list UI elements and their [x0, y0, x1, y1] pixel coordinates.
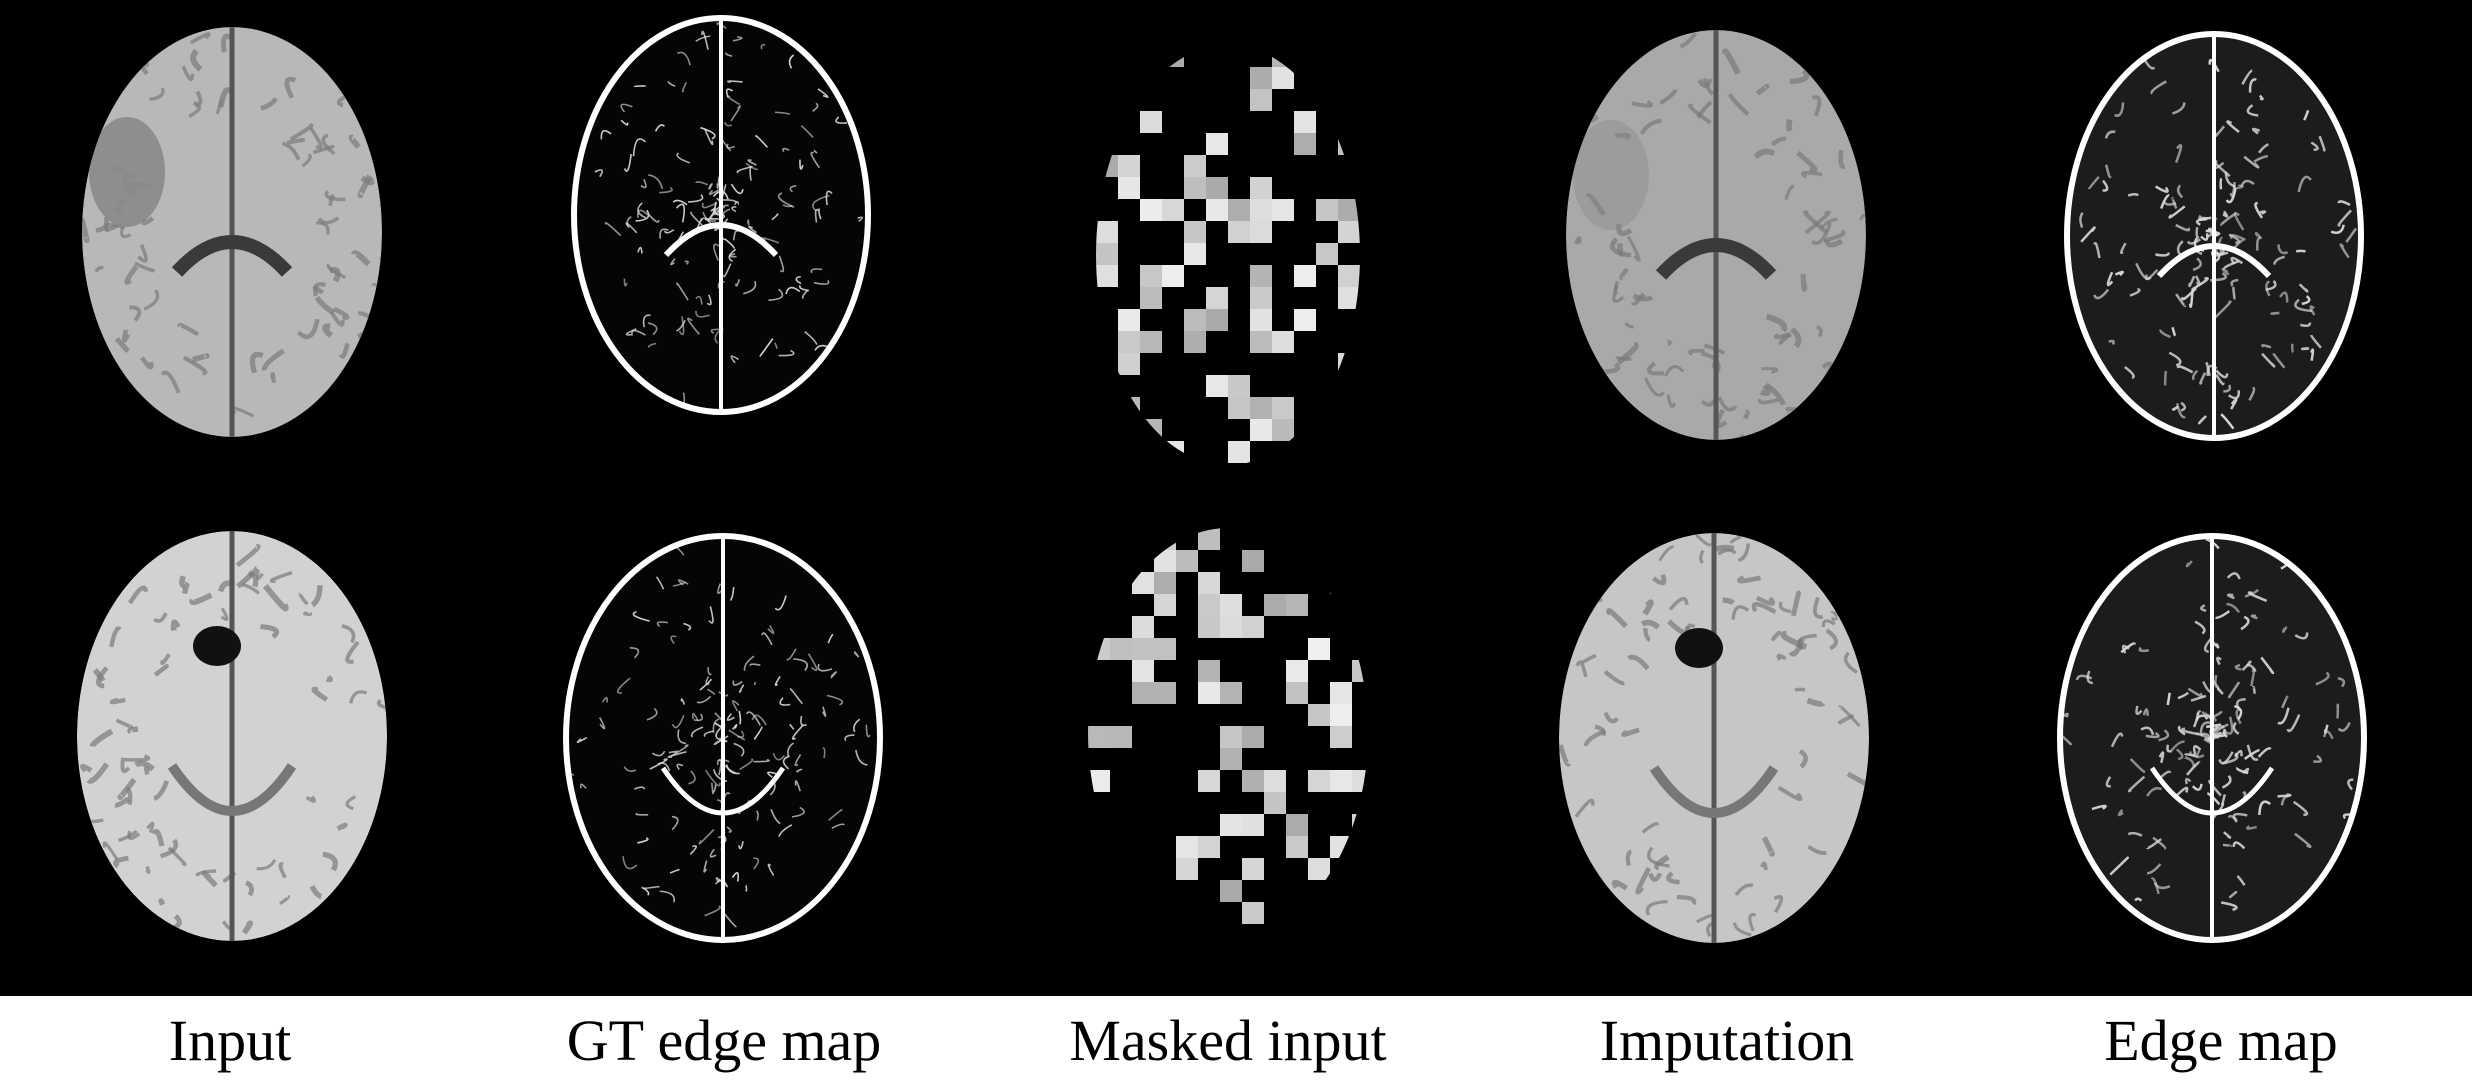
panel-gt-edge-map-row-1 — [494, 0, 988, 498]
masked-input-image — [1096, 45, 1360, 465]
caption-row: Input GT edge map Masked input Imputatio… — [0, 996, 2472, 1089]
imputation-image — [1559, 533, 1869, 943]
panel-masked-input-row-2 — [988, 498, 1482, 996]
panel-input-row-2 — [0, 498, 494, 996]
panel-edge-map-row-1 — [1976, 0, 2470, 498]
imputation-image — [1566, 30, 1866, 440]
panel-gt-edge-map-row-2 — [494, 498, 988, 996]
input-image — [77, 531, 387, 941]
masked-input-image — [1088, 528, 1368, 938]
input-image — [82, 27, 382, 437]
gt-edge-map-image — [563, 533, 883, 943]
caption-masked-input: Masked input — [1069, 1008, 1387, 1073]
panel-imputation-row-1 — [1482, 0, 1976, 498]
caption-edge-map: Edge map — [2104, 1008, 2338, 1073]
panel-imputation-row-2 — [1482, 498, 1976, 996]
caption-imputation: Imputation — [1599, 1008, 1855, 1073]
edge-map-image — [2064, 31, 2364, 441]
image-panel — [0, 0, 2472, 996]
panel-input-row-1 — [0, 0, 494, 498]
edge-map-image — [2057, 533, 2367, 943]
caption-input: Input — [168, 1008, 292, 1073]
caption-gt-edge-map: GT edge map — [566, 1008, 882, 1073]
panel-edge-map-row-2 — [1976, 498, 2470, 996]
panel-masked-input-row-1 — [988, 0, 1482, 498]
gt-edge-map-image — [571, 15, 871, 415]
